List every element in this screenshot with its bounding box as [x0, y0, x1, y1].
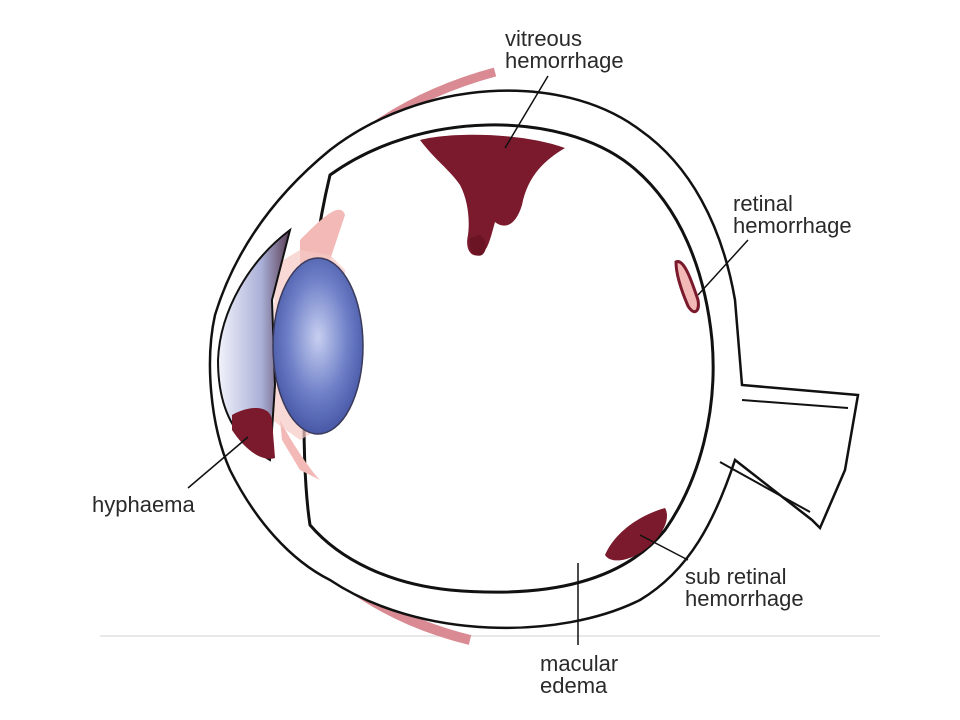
hyphaema-blood	[232, 408, 275, 459]
vitreous-hemorrhage-drop	[469, 235, 486, 256]
optic-nerve-line-bottom	[719, 461, 811, 513]
retina-outline	[302, 123, 715, 594]
label-retinal-hemorrhage: retinal hemorrhage	[733, 191, 852, 238]
ciliary-body-bottom	[280, 420, 320, 480]
leader-hyphaema	[187, 436, 249, 489]
leader-sub-retinal	[639, 534, 689, 561]
optic-nerve-line-top	[741, 399, 849, 409]
label-sub-retinal-hemorrhage: sub retinal hemorrhage	[685, 564, 804, 611]
lens	[272, 257, 364, 435]
leader-retinal	[697, 239, 749, 296]
label-macular-edema: macular edema	[540, 651, 619, 698]
label-hyphaema: hyphaema	[92, 492, 195, 517]
vitreous-hemorrhage-blood	[420, 134, 565, 256]
label-vitreous-hemorrhage: vitreous hemorrhage	[505, 26, 624, 73]
retinal-hemorrhage-blood	[674, 260, 700, 314]
sub-retinal-hemorrhage-blood	[605, 508, 668, 561]
leader-vitreous	[504, 75, 549, 149]
